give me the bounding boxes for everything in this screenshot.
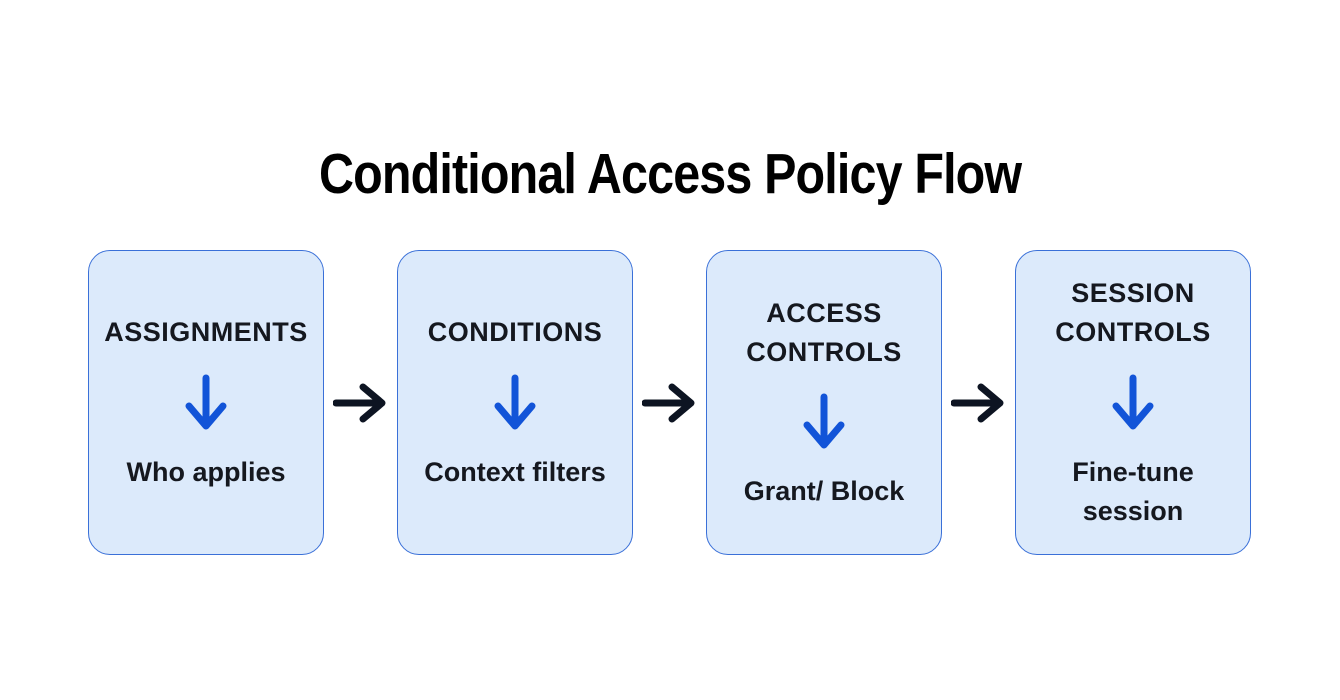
step-description: Context filters [424, 456, 606, 487]
step-name: CONDITIONS [427, 317, 603, 348]
step-card-conditions: CONDITIONS Context filters [397, 250, 633, 555]
step-card-session-controls: SESSION CONTROLS Fine-tune session [1015, 250, 1251, 555]
down-arrow-icon [1111, 373, 1155, 433]
down-arrow-icon [184, 373, 228, 433]
step-name: ASSIGNMENTS [104, 317, 308, 348]
step-name: ACCESS CONTROLS [746, 297, 902, 367]
step-description: Who applies [126, 456, 286, 487]
right-arrow-icon [324, 381, 397, 425]
page-title-text: Conditional Access Policy Flow [318, 142, 1022, 206]
step-description: Fine-tune session [1072, 456, 1194, 526]
page-title: Conditional Access Policy Flow [0, 146, 1340, 203]
right-arrow-icon [633, 381, 706, 425]
down-arrow-icon [802, 392, 846, 452]
down-arrow-icon [493, 373, 537, 433]
step-card-assignments: ASSIGNMENTS Who applies [88, 250, 324, 555]
step-name: SESSION CONTROLS [1055, 278, 1211, 348]
flow-row: ASSIGNMENTS Who applies CONDITIONS Conte… [88, 250, 1251, 555]
step-card-access-controls: ACCESS CONTROLS Grant/ Block [706, 250, 942, 555]
right-arrow-icon [942, 381, 1015, 425]
step-description: Grant/ Block [743, 476, 905, 507]
